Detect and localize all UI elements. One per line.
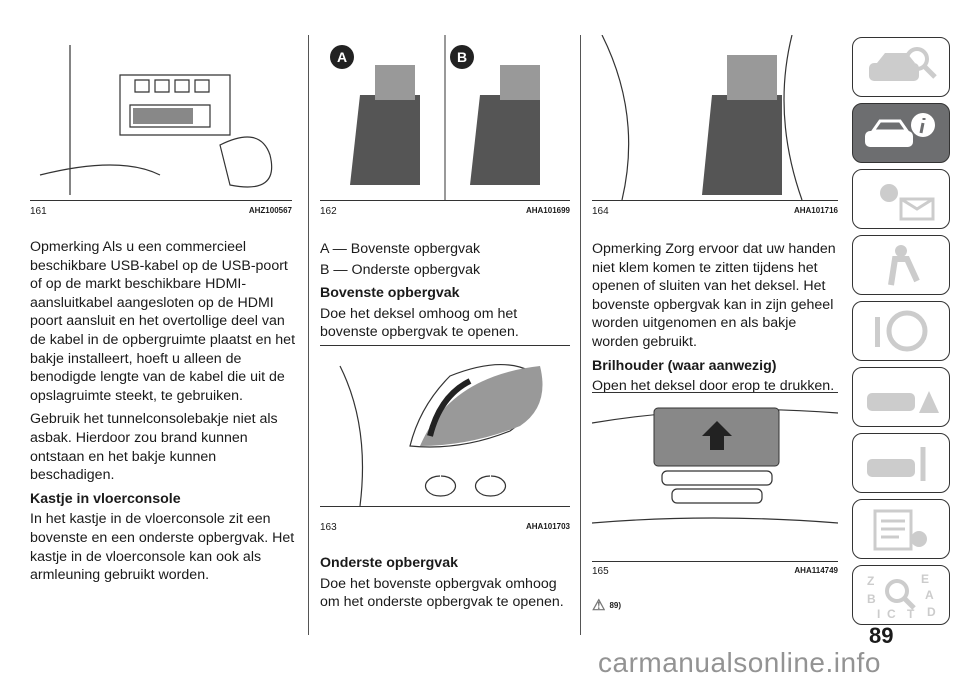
airbag-safety-icon [888, 245, 920, 286]
column-divider [308, 35, 309, 635]
heading-floor-console: Kastje in vloerconsole [30, 490, 181, 507]
steering-wheel-icon [875, 310, 928, 352]
warning-lights-icon [880, 184, 935, 221]
heading-lower-compartment: Onderste opbergvak [320, 555, 458, 571]
tab-car-service[interactable] [852, 433, 950, 493]
index-letter: A [925, 588, 934, 602]
tab-car-search[interactable] [852, 37, 950, 97]
warning-number: 89) [609, 600, 622, 610]
index-letter: B [867, 592, 876, 606]
figure-165-caption: 165 AHA114749 [592, 566, 838, 577]
floor-console-text: In het kastje in de vloerconsole zit een… [30, 511, 295, 584]
car-service-icon [867, 447, 926, 481]
car-info-icon [865, 113, 935, 147]
index-letter: Z [867, 574, 874, 588]
column-2-text-top: A — Bovenste opbergvak B — Onderste opbe… [320, 240, 575, 347]
lower-compartment-text: Doe het bovenste opbergvak omhoog om het… [320, 575, 564, 611]
index-letter: I [877, 607, 880, 619]
label-b: B [457, 49, 467, 65]
tab-airbag-safety[interactable] [852, 235, 950, 295]
figure-161-image [30, 35, 292, 201]
tab-car-info[interactable] [852, 103, 950, 163]
figure-164-caption: 164 AHA101716 [592, 206, 838, 217]
upper-compartment-text: Doe het deksel omhoog om het bovenste op… [320, 305, 519, 341]
hands-note: Opmerking Zorg ervoor dat uw handen niet… [592, 241, 836, 350]
figure-number: 161 [30, 206, 47, 217]
watermark: carmanualsonline.info [598, 647, 881, 678]
tab-warning-lights[interactable] [852, 169, 950, 229]
legend-b: B — Onderste opbergvak [320, 261, 481, 278]
ashtray-warning: Gebruik het tunnelconsolebakje niet als … [30, 411, 278, 484]
index-letter: E [921, 572, 929, 586]
index-letter: D [927, 605, 936, 619]
label-a: A [337, 49, 347, 65]
warning-reference[interactable]: ⚠89) [592, 596, 621, 614]
figure-number: 162 [320, 206, 337, 217]
column-1-text: Opmerking Als u een commercieel beschikb… [30, 238, 295, 590]
usb-note: Opmerking Als u een commercieel beschikb… [30, 239, 296, 404]
figure-code: AHZ100567 [248, 206, 292, 215]
figure-code: AHA101699 [525, 206, 570, 215]
warning-triangle-icon: ⚠ [592, 597, 606, 614]
figure-164-image [592, 35, 838, 201]
figure-165-image [592, 392, 838, 562]
figure-number: 164 [592, 206, 609, 217]
page-number: 89 [869, 623, 894, 648]
glasses-holder-text: Open het deksel door erop te drukken. [592, 378, 835, 395]
figure-code: AHA114749 [794, 566, 838, 575]
column-3-text: Opmerking Zorg ervoor dat uw handen niet… [592, 240, 842, 401]
figure-161-caption: 161 AHZ100567 [30, 206, 292, 217]
figure-code: AHA101703 [525, 522, 570, 531]
index-letter: T [907, 607, 915, 619]
index-letter: C [887, 607, 896, 619]
car-search-icon [869, 47, 937, 81]
figure-number: 165 [592, 566, 609, 577]
technical-data-icon [873, 509, 927, 551]
column-divider [580, 35, 581, 635]
heading-upper-compartment: Bovenste opbergvak [320, 285, 460, 302]
column-2-text-bottom: Onderste opbergvak Doe het bovenste opbe… [320, 554, 575, 617]
car-emergency-icon [867, 391, 939, 413]
tab-car-emergency[interactable] [852, 367, 950, 427]
figure-code: AHA101716 [793, 206, 838, 215]
figure-163-image [320, 345, 570, 507]
figure-163-caption: 163 AHA101703 [320, 522, 570, 533]
figure-162-caption: 162 AHA101699 [320, 206, 570, 217]
tab-technical-data[interactable] [852, 499, 950, 559]
tab-steering-start[interactable] [852, 301, 950, 361]
heading-glasses-holder: Brilhouder (waar aanwezig) [592, 357, 777, 374]
figure-number: 163 [320, 522, 337, 533]
legend-a: A — Bovenste opbergvak [320, 241, 481, 257]
